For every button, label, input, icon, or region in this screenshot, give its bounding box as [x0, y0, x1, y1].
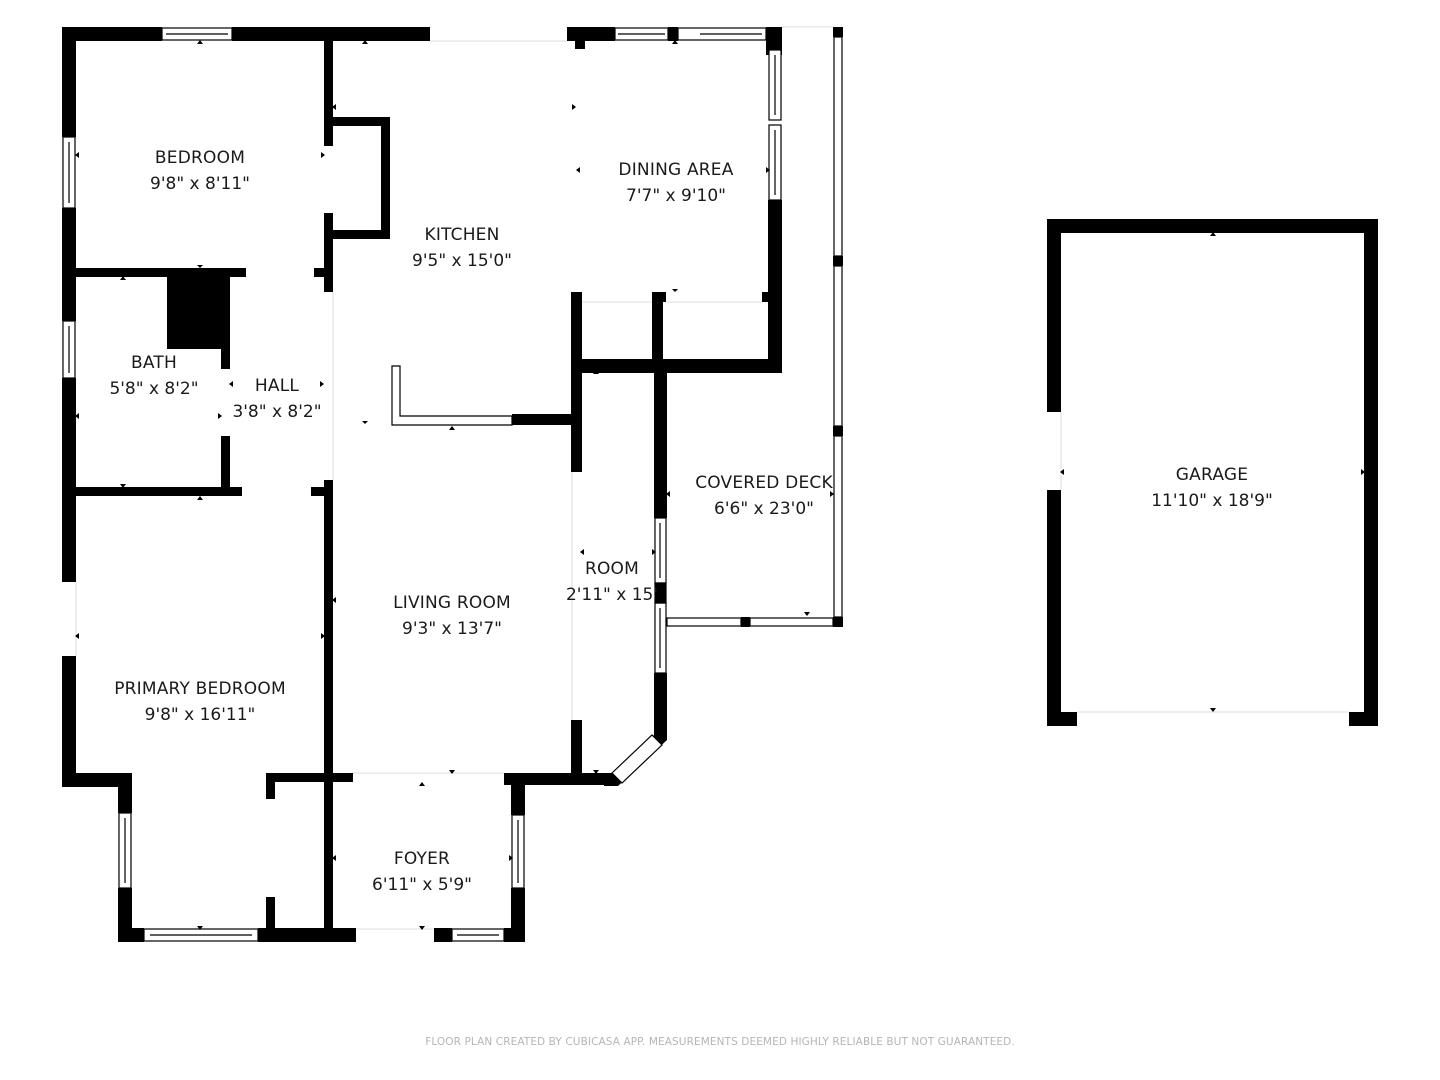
- room-name: HALL: [254, 376, 300, 396]
- room-name: COVERED DECK: [695, 473, 833, 493]
- room-dimensions: 9'8" x 16'11": [144, 705, 256, 725]
- windows: [62, 27, 843, 942]
- room-name: DINING AREA: [618, 160, 734, 180]
- room-name: ROOM: [584, 559, 640, 579]
- room-dimensions: 2'11" x 15': [565, 585, 659, 605]
- room-name: KITCHEN: [424, 225, 500, 245]
- measurement-markers: [75, 40, 1365, 930]
- room-dimensions: 9'8" x 8'11": [150, 174, 250, 194]
- room-dimensions: 3'8" x 8'2": [232, 402, 322, 422]
- room-label-room: ROOM 2'11" x 15': [566, 556, 658, 608]
- kitchen-counter: [391, 365, 513, 426]
- room-label-kitchen: KITCHEN 9'5" x 15'0": [412, 222, 512, 274]
- room-label-foyer: FOYER 6'11" x 5'9": [372, 846, 472, 898]
- disclaimer-footer: FLOOR PLAN CREATED BY CUBICASA APP. MEAS…: [425, 1036, 1015, 1048]
- room-dimensions: 6'6" x 23'0": [714, 499, 814, 519]
- room-name: BATH: [131, 353, 177, 373]
- room-dimensions: 11'10" x 18'9": [1151, 491, 1273, 511]
- room-label-primary-bedroom: PRIMARY BEDROOM 9'8" x 16'11": [114, 676, 286, 728]
- room-label-dining-area: DINING AREA 7'7" x 9'10": [618, 157, 733, 209]
- room-dimensions: 7'7" x 9'10": [626, 186, 726, 206]
- room-label-bedroom: BEDROOM 9'8" x 8'11": [150, 145, 250, 197]
- room-label-living-room: LIVING ROOM 9'3" x 13'7": [393, 590, 511, 642]
- room-dimensions: 9'3" x 13'7": [402, 619, 502, 639]
- room-label-garage: GARAGE 11'10" x 18'9": [1151, 462, 1273, 514]
- room-label-covered-deck: COVERED DECK 6'6" x 23'0": [695, 470, 833, 522]
- room-name: BEDROOM: [154, 148, 246, 168]
- room-dimensions: 5'8" x 8'2": [109, 379, 199, 399]
- room-name: PRIMARY BEDROOM: [114, 679, 286, 699]
- room-label-bath: BATH 5'8" x 8'2": [109, 350, 198, 402]
- room-label-hall: HALL 3'8" x 8'2": [232, 373, 321, 425]
- room-name: FOYER: [393, 849, 451, 869]
- room-name: LIVING ROOM: [393, 593, 511, 613]
- room-dimensions: 6'11" x 5'9": [372, 875, 472, 895]
- room-name: GARAGE: [1175, 465, 1249, 485]
- room-dimensions: 9'5" x 15'0": [412, 251, 512, 271]
